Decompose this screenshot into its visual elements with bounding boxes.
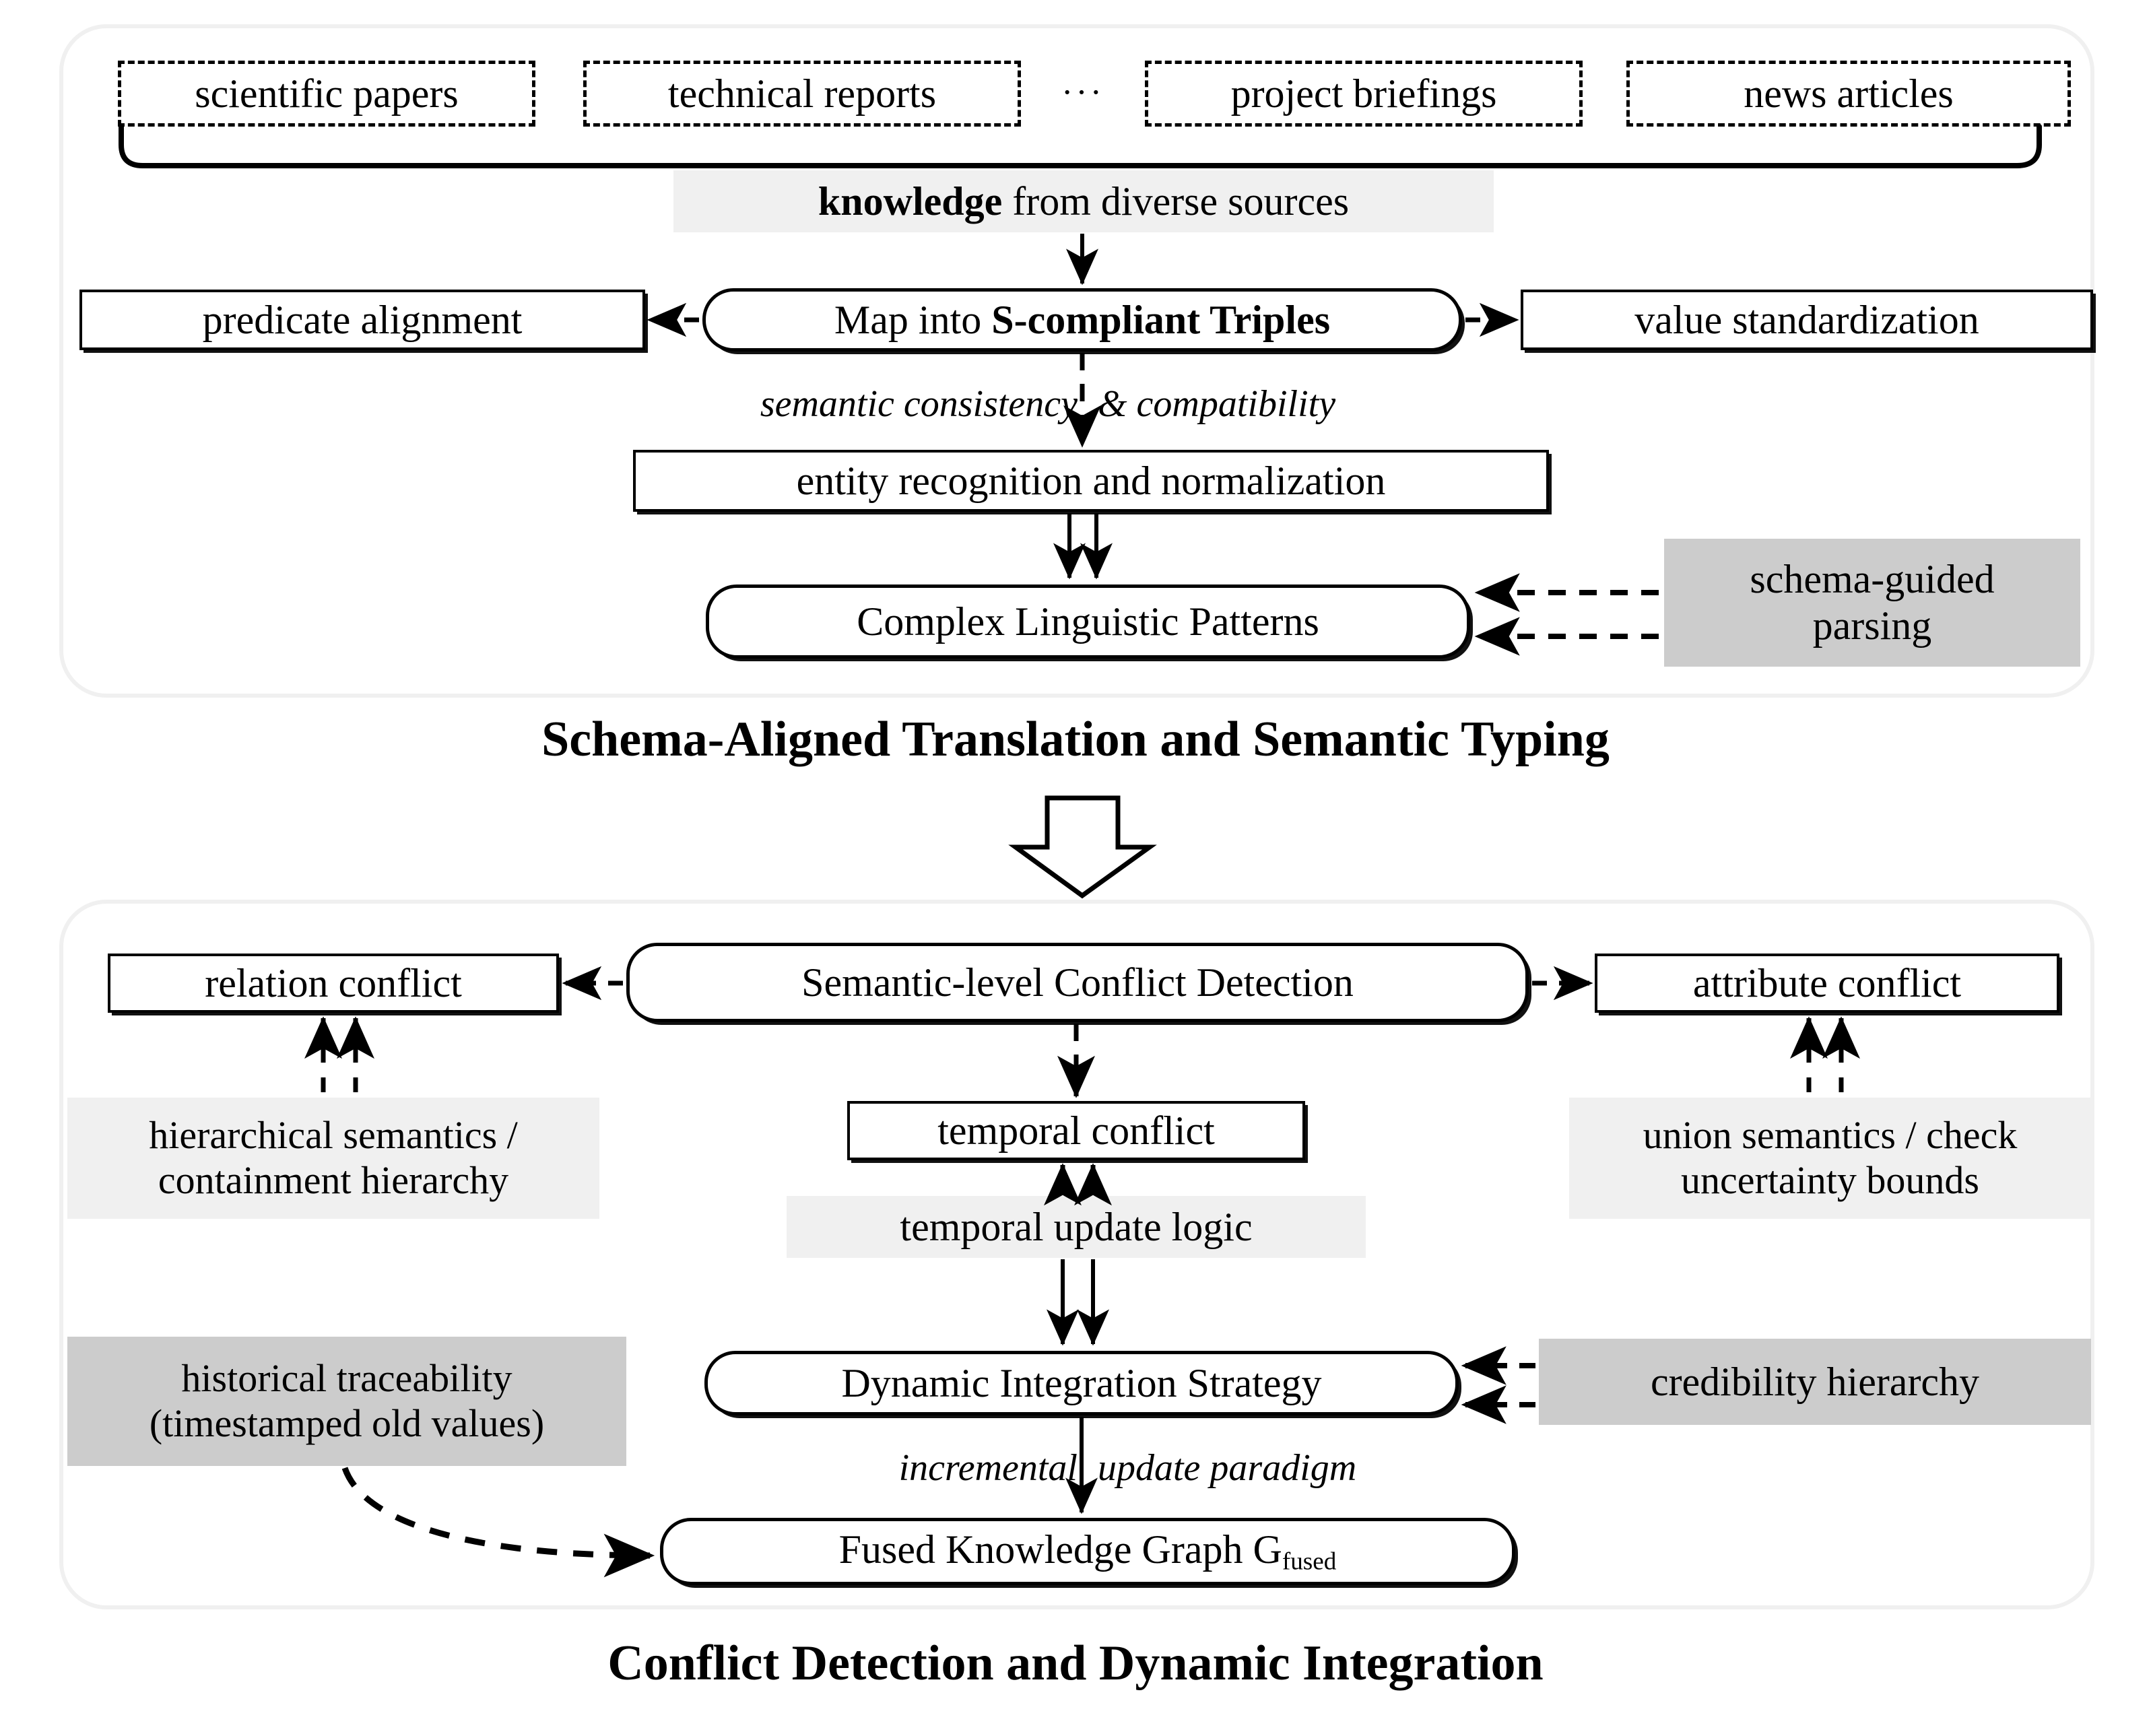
relation-conflict-box: relation conflict <box>108 954 559 1013</box>
fused-main-text: Fused Knowledge Graph G <box>838 1527 1282 1572</box>
knowledge-banner-text: knowledge from diverse sources <box>818 178 1349 225</box>
complex-linguistic-patterns-node: Complex Linguistic Patterns <box>706 585 1470 659</box>
fused-knowledge-graph-node: Fused Knowledge Graph Gfused <box>660 1518 1515 1585</box>
temporal-update-logic-note: temporal update logic <box>787 1196 1366 1258</box>
semantic-conflict-detection-node: Semantic-level Conflict Detection <box>626 943 1529 1022</box>
complex-patterns-label: Complex Linguistic Patterns <box>857 599 1319 644</box>
semantic-consistency-label-right: & compatibility <box>1098 377 1569 431</box>
temporal-conflict-label: temporal conflict <box>937 1108 1215 1153</box>
incremental-left-text: incremental <box>898 1446 1078 1489</box>
hierarchical-semantics-note: hierarchical semantics / containment hie… <box>67 1098 599 1219</box>
knowledge-banner: knowledge from diverse sources <box>673 170 1494 232</box>
temporal-conflict-box: temporal conflict <box>847 1101 1305 1160</box>
incremental-label-right: update paradigm <box>1098 1441 1610 1495</box>
source-box-project-briefings: project briefings <box>1145 61 1583 127</box>
fused-knowledge-graph-label: Fused Knowledge Graph Gfused <box>839 1527 1337 1576</box>
knowledge-strong: knowledge <box>818 178 1003 224</box>
incremental-right-text: update paradigm <box>1098 1446 1357 1489</box>
source-label: news articles <box>1744 71 1954 116</box>
credibility-hierarchy-note: credibility hierarchy <box>1539 1339 2091 1425</box>
semantic-conflict-detection-label: Semantic-level Conflict Detection <box>801 960 1354 1005</box>
source-box-scientific-papers: scientific papers <box>118 61 535 127</box>
predicate-alignment-label: predicate alignment <box>202 297 523 342</box>
map-into-triples-node: Map into S-compliant Triples <box>702 288 1462 352</box>
value-standardization-label: value standardization <box>1634 297 1979 342</box>
section-title-bottom: Conflict Detection and Dynamic Integrati… <box>607 1636 1544 1691</box>
value-standardization-box: value standardization <box>1521 290 2093 350</box>
map-strong: S-compliant Triples <box>991 297 1331 342</box>
union-semantics-note: union semantics / check uncertainty boun… <box>1569 1098 2091 1219</box>
edge-label-right-text: & compatibility <box>1098 382 1336 425</box>
source-label: project briefings <box>1230 71 1497 116</box>
schema-guided-parsing-note: schema-guided parsing <box>1664 539 2080 667</box>
sources-ellipsis: ··· <box>1061 73 1104 112</box>
knowledge-rest: from diverse sources <box>1002 178 1350 224</box>
entity-recognition-box: entity recognition and normalization <box>633 450 1549 512</box>
source-label: scientific papers <box>195 71 459 116</box>
dynamic-integration-strategy-node: Dynamic Integration Strategy <box>704 1351 1459 1415</box>
fused-subscript: fused <box>1282 1547 1337 1576</box>
incremental-label-left: incremental <box>606 1441 1078 1495</box>
map-into-triples-label: Map into S-compliant Triples <box>834 297 1330 343</box>
source-box-technical-reports: technical reports <box>583 61 1021 127</box>
predicate-alignment-box: predicate alignment <box>79 290 645 350</box>
semantic-consistency-label-left: semantic consistency <box>606 377 1078 431</box>
section-transition-arrow <box>1008 795 1157 899</box>
attribute-conflict-label: attribute conflict <box>1692 960 1962 1005</box>
dynamic-integration-label: Dynamic Integration Strategy <box>841 1360 1322 1405</box>
attribute-conflict-box: attribute conflict <box>1595 954 2059 1013</box>
map-prefix: Map into <box>834 297 992 342</box>
section-title-top: Schema-Aligned Translation and Semantic … <box>541 712 1610 767</box>
source-box-news-articles: news articles <box>1626 61 2071 127</box>
edge-label-left-text: semantic consistency <box>760 382 1078 425</box>
entity-recognition-label: entity recognition and normalization <box>796 458 1386 503</box>
historical-traceability-note: historical traceability (timestamped old… <box>67 1337 626 1466</box>
relation-conflict-label: relation conflict <box>205 960 462 1005</box>
source-label: technical reports <box>667 71 937 116</box>
